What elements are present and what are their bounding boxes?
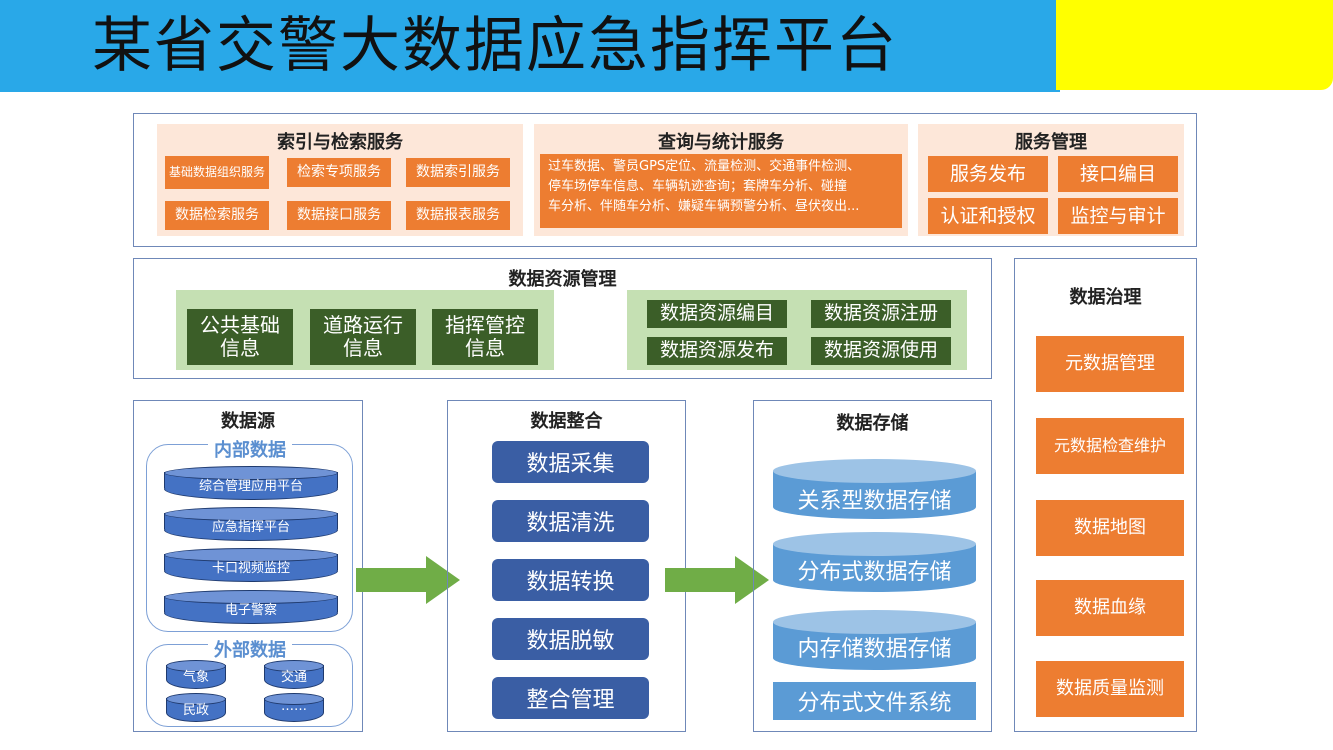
info-item-command[interactable]: 指挥管控信息 xyxy=(432,309,538,365)
index-service-title: 索引与检索服务 xyxy=(277,132,403,153)
internal-data-title: 内部数据 xyxy=(208,436,292,462)
yellow-block xyxy=(1056,0,1333,90)
integration-step[interactable]: 整合管理 xyxy=(492,677,649,719)
external-db-cylinder[interactable]: …… xyxy=(264,693,324,722)
info-line: 信息 xyxy=(465,336,505,360)
integration-step[interactable]: 数据转换 xyxy=(492,559,649,601)
index-service-item[interactable]: 数据接口服务 xyxy=(287,201,391,230)
internal-db-cylinder[interactable]: 应急指挥平台 xyxy=(164,507,338,541)
info-line: 公共基础 xyxy=(200,313,280,337)
index-service-item[interactable]: 数据检索服务 xyxy=(165,201,269,230)
integration-step[interactable]: 数据采集 xyxy=(492,441,649,483)
db-label: 民政 xyxy=(182,703,209,718)
resource-ops-group: 数据资源编目 数据资源注册 数据资源发布 数据资源使用 xyxy=(627,290,967,370)
info-item-road[interactable]: 道路运行信息 xyxy=(310,309,416,365)
resource-publish-button[interactable]: 数据资源发布 xyxy=(647,337,787,365)
storage-cylinder[interactable]: 分布式数据存储 xyxy=(773,532,976,592)
integration-frame: 数据整合 数据采集 数据清洗 数据转换 数据脱敏 整合管理 xyxy=(447,400,686,732)
info-item-public[interactable]: 公共基础信息 xyxy=(187,309,293,365)
integration-step[interactable]: 数据脱敏 xyxy=(492,618,649,660)
governance-item[interactable]: 元数据管理 xyxy=(1036,336,1184,392)
db-label: 应急指挥平台 xyxy=(211,520,290,535)
storage-label: 内存储数据存储 xyxy=(797,637,952,662)
data-source-title: 数据源 xyxy=(221,411,275,432)
storage-title: 数据存储 xyxy=(836,413,909,434)
query-text-line: 过车数据、警员GPS定位、流量检测、交通事件检测、 xyxy=(548,159,861,174)
info-group: 公共基础信息 道路运行信息 指挥管控信息 xyxy=(176,290,554,370)
db-label: 综合管理应用平台 xyxy=(198,479,303,494)
db-label: …… xyxy=(281,699,307,714)
db-label: 卡口视频监控 xyxy=(211,561,290,576)
storage-frame: 数据存储 关系型数据存储 分布式数据存储 内存储数据存储 分布式文件系统 xyxy=(753,400,992,732)
flow-arrow-icon xyxy=(665,556,769,604)
storage-cylinder[interactable]: 内存储数据存储 xyxy=(773,610,976,670)
info-line: 信息 xyxy=(220,336,260,360)
page-title: 某省交警大数据应急指挥平台 xyxy=(92,11,898,81)
resource-use-button[interactable]: 数据资源使用 xyxy=(811,337,951,365)
data-source-frame: 数据源 内部数据 综合管理应用平台 应急指挥平台 卡口视频监控 电子警察 外部数… xyxy=(133,400,363,732)
query-text-line: 车分析、伴随车分析、嫌疑车辆预警分析、昼伏夜出... xyxy=(548,199,860,214)
index-service-panel: 索引与检索服务 基础数据组织服务 检索专项服务 数据索引服务 数据检索服务 数据… xyxy=(157,124,523,236)
db-label: 气象 xyxy=(182,670,209,685)
integration-step[interactable]: 数据清洗 xyxy=(492,500,649,542)
integration-title: 数据整合 xyxy=(530,411,603,432)
query-service-title: 查询与统计服务 xyxy=(658,132,784,153)
info-line: 指挥管控 xyxy=(445,313,525,337)
flow-arrow-icon xyxy=(356,556,460,604)
service-mgmt-title: 服务管理 xyxy=(1015,132,1087,153)
monitor-audit-button[interactable]: 监控与审计 xyxy=(1058,198,1178,234)
index-service-item[interactable]: 基础数据组织服务 xyxy=(165,156,269,189)
query-service-description: 过车数据、警员GPS定位、流量检测、交通事件检测、 停车场停车信息、车辆轨迹查询… xyxy=(540,154,902,228)
governance-item[interactable]: 元数据检查维护 xyxy=(1036,418,1184,474)
governance-item[interactable]: 数据地图 xyxy=(1036,500,1184,556)
resource-mgmt-frame: 数据资源管理 公共基础信息 道路运行信息 指挥管控信息 数据资源编目 数据资源注… xyxy=(133,258,992,379)
storage-cylinder[interactable]: 关系型数据存储 xyxy=(773,459,976,519)
internal-db-cylinder[interactable]: 卡口视频监控 xyxy=(164,548,338,582)
service-mgmt-panel: 服务管理 服务发布 接口编目 认证和授权 监控与审计 xyxy=(918,124,1184,236)
external-data-title: 外部数据 xyxy=(208,636,292,662)
service-publish-button[interactable]: 服务发布 xyxy=(928,156,1048,192)
external-db-cylinder[interactable]: 交通 xyxy=(264,660,324,689)
resource-catalog-button[interactable]: 数据资源编目 xyxy=(647,300,787,328)
internal-db-cylinder[interactable]: 电子警察 xyxy=(164,590,338,624)
governance-title: 数据治理 xyxy=(1069,287,1142,308)
external-db-cylinder[interactable]: 气象 xyxy=(166,660,226,689)
governance-item[interactable]: 数据质量监测 xyxy=(1036,661,1184,717)
info-line: 信息 xyxy=(343,336,383,360)
info-line: 道路运行 xyxy=(323,313,403,337)
title-banner xyxy=(0,0,1060,92)
governance-frame: 数据治理 元数据管理 元数据检查维护 数据地图 数据血缘 数据质量监测 xyxy=(1014,258,1197,732)
query-service-panel: 查询与统计服务 过车数据、警员GPS定位、流量检测、交通事件检测、 停车场停车信… xyxy=(534,124,908,236)
distributed-fs-block[interactable]: 分布式文件系统 xyxy=(773,682,976,720)
storage-label: 关系型数据存储 xyxy=(797,489,952,514)
internal-db-cylinder[interactable]: 综合管理应用平台 xyxy=(164,466,338,500)
interface-catalog-button[interactable]: 接口编目 xyxy=(1058,156,1178,192)
auth-button[interactable]: 认证和授权 xyxy=(928,198,1048,234)
index-service-item[interactable]: 数据索引服务 xyxy=(406,158,510,187)
db-label: 电子警察 xyxy=(224,603,277,618)
governance-item[interactable]: 数据血缘 xyxy=(1036,580,1184,636)
resource-mgmt-title: 数据资源管理 xyxy=(508,269,617,290)
index-service-item[interactable]: 检索专项服务 xyxy=(287,158,391,187)
db-label: 交通 xyxy=(280,670,307,685)
storage-label: 分布式数据存储 xyxy=(797,560,952,585)
query-text-line: 停车场停车信息、车辆轨迹查询；套牌车分析、碰撞 xyxy=(548,179,848,194)
external-db-cylinder[interactable]: 民政 xyxy=(166,693,226,722)
resource-register-button[interactable]: 数据资源注册 xyxy=(811,300,951,328)
service-layer-frame xyxy=(133,113,1197,247)
index-service-item[interactable]: 数据报表服务 xyxy=(406,201,510,230)
